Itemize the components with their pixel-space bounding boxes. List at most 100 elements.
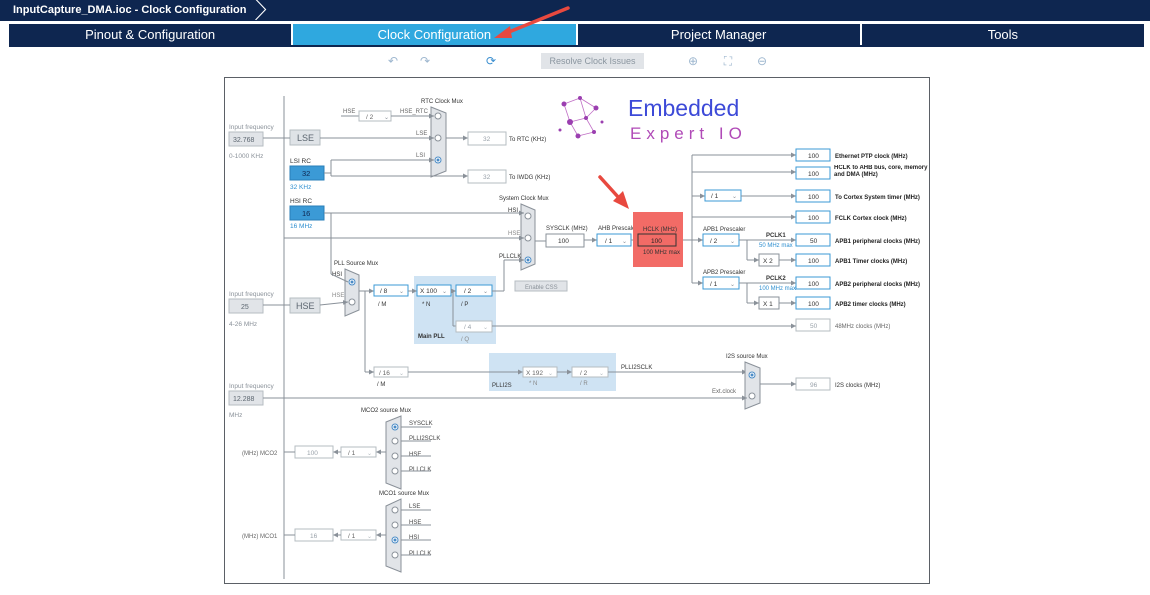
sysmux-pllclk-label: PLLCLK <box>499 254 521 260</box>
hclk-annotation-arrow-icon <box>598 175 621 200</box>
hclk-ahb-field <box>795 166 831 180</box>
hse-block-label: HSE <box>296 301 315 311</box>
zoom-out-icon[interactable]: ⊖ <box>756 54 768 68</box>
iwdg-output-label: To IWDG (KHz) <box>509 175 550 181</box>
breadcrumb: InputCapture_DMA.ioc - Clock Configurati… <box>0 0 267 21</box>
rtc-output-value: 32 <box>483 136 491 143</box>
hse-range-label: 4-26 MHz <box>229 321 257 328</box>
apb2-prescaler-label: APB2 Prescaler <box>703 270 745 276</box>
hse-input-field[interactable] <box>228 298 264 314</box>
pll-source-mux[interactable] <box>344 268 360 317</box>
hclk-annotation-arrowhead-icon <box>613 191 629 209</box>
hclk-max-label: 100 MHz max <box>643 250 680 256</box>
output-label: FCLK Cortex clock (MHz) <box>835 216 907 222</box>
rtc-output-label: To RTC (KHz) <box>509 137 546 143</box>
chevron-down-icon: ⌄ <box>367 451 372 457</box>
pll-source-hsi-label: HSI <box>332 272 342 278</box>
hse-input-value: 25 <box>241 304 249 311</box>
output-label: HCLK to AHB bus, core, memory and DMA (M… <box>834 165 928 178</box>
plli2sclk-label: PLLI2SCLK <box>621 365 652 371</box>
main-pll-label: Main PLL <box>418 334 445 340</box>
output-value: 100 <box>808 281 819 288</box>
clock-tree-canvas: Input frequency 32.768 0-1000 KHz LSE LS… <box>224 77 930 584</box>
tab-tools[interactable]: Tools <box>987 27 1019 42</box>
ethernet-ptp-clock-field <box>795 148 831 162</box>
plli2s-r-divider-value: / 2 <box>580 370 588 377</box>
refresh-icon[interactable]: ⟳ <box>485 54 497 68</box>
rtc-lse-input-label: LSE <box>416 131 427 137</box>
plli2s-n-label: * N <box>529 381 537 387</box>
fit-screen-icon[interactable]: ⛶ <box>723 54 733 68</box>
mco1-mux-title: MCO1 source Mux <box>379 491 429 497</box>
lse-block-label: LSE <box>297 133 314 143</box>
mco1-input-pllclk: PLLCLK <box>409 551 431 557</box>
mco1-input-hsi: HSI <box>409 535 419 541</box>
zoom-in-icon[interactable]: ⊕ <box>687 54 699 68</box>
chevron-down-icon: ⌄ <box>483 289 488 295</box>
lse-range-label: 0-1000 KHz <box>229 153 263 160</box>
undo-icon[interactable]: ↶ <box>387 54 399 68</box>
pclk2-max-label: 100 MHz max <box>759 286 796 292</box>
rtc-hse-divider-value: / 2 <box>366 114 374 121</box>
sysclk-label: SYSCLK (MHz) <box>546 226 588 232</box>
network-globe-icon: Embedded Expert IO <box>558 95 742 143</box>
output-label: Ethernet PTP clock (MHz) <box>835 154 908 160</box>
mco1-input-hse: HSE <box>409 520 421 526</box>
pll-p-divider-value: / 2 <box>464 288 472 295</box>
tab-project-manager[interactable]: Project Manager <box>578 24 862 45</box>
tab-pinout-configuration[interactable]: Pinout & Configuration <box>9 24 294 45</box>
output-value: 50 <box>810 323 818 330</box>
pll-q-divider-value: / 4 <box>464 324 472 331</box>
mco2-input-pllclk: PLLCLK <box>409 467 431 473</box>
output-label: APB2 timer clocks (MHz) <box>835 302 906 308</box>
apb2-timer-field <box>795 296 831 310</box>
logo-line1: Embedded <box>628 95 739 121</box>
chevron-down-icon: ⌄ <box>548 371 553 377</box>
mco1-input-lse: LSE <box>409 504 420 510</box>
embedded-expert-io-logo: Embedded Expert IO <box>556 92 774 144</box>
clock-outputs: 100 Ethernet PTP clock (MHz) 100 HCLK to… <box>795 148 928 391</box>
output-label: To Cortex System timer (MHz) <box>835 195 920 201</box>
cortex-timer-divider-value: / 1 <box>711 193 719 200</box>
chevron-down-icon: ⌄ <box>622 239 627 245</box>
pclk2-label: PCLK2 <box>766 276 786 282</box>
output-label: APB2 peripheral clocks (MHz) <box>835 282 920 288</box>
chevron-down-icon: ⌄ <box>399 371 404 377</box>
breadcrumb-item-file[interactable]: InputCapture_DMA.ioc - Clock Configurati… <box>0 0 267 21</box>
resolve-clock-issues-button[interactable]: Resolve Clock Issues <box>541 53 644 69</box>
redo-icon[interactable]: ↷ <box>419 54 431 68</box>
ahb-prescaler-label: AHB Prescaler <box>598 226 637 232</box>
rtc-lsi-input-label: LSI <box>416 153 425 159</box>
lse-input-field[interactable] <box>228 131 264 147</box>
apb1-peripheral-field <box>795 233 831 247</box>
i2s-source-mux[interactable] <box>744 361 761 410</box>
mco2-output-label: (MHz) MCO2 <box>242 451 278 457</box>
hclk-value: 100 <box>651 238 662 245</box>
pclk1-max-label: 50 MHz max <box>759 243 793 249</box>
apb2-peripheral-field <box>795 276 831 290</box>
hclk-label: HCLK (MHz) <box>643 227 677 233</box>
lsi-rc-value: 32 <box>302 169 310 178</box>
apb1-timer-multiplier-value: X 2 <box>763 258 773 265</box>
hclk-field[interactable] <box>637 233 677 247</box>
pll-p-label: / P <box>461 302 468 308</box>
enable-css-label: Enable CSS <box>525 285 558 291</box>
pll-n-multiplier-value: X 100 <box>420 288 437 295</box>
cortex-system-timer-field <box>795 189 831 203</box>
chevron-down-icon: ⌄ <box>442 289 447 295</box>
chevron-down-icon: ⌄ <box>730 282 735 288</box>
breadcrumb-label: InputCapture_DMA.ioc - Clock Configurati… <box>13 4 247 16</box>
plli2s-r-label: / R <box>580 381 588 387</box>
pll-n-label: * N <box>422 302 430 308</box>
enable-css-button[interactable] <box>514 280 568 292</box>
ext-clock-label: Ext.clock <box>712 389 737 395</box>
iwdg-output-value: 32 <box>483 174 491 181</box>
tabs-underline <box>9 45 1144 47</box>
output-label: APB1 Timer clocks (MHz) <box>835 259 907 265</box>
apb1-prescaler-label: APB1 Prescaler <box>703 227 745 233</box>
output-label: I2S clocks (MHz) <box>835 383 880 389</box>
mco1-output-value: 16 <box>310 533 318 540</box>
i2s-source-mux-title: I2S source Mux <box>726 354 768 360</box>
annotation-arrow-icon <box>494 6 570 38</box>
sysmux-hse-label: HSE <box>508 231 520 237</box>
